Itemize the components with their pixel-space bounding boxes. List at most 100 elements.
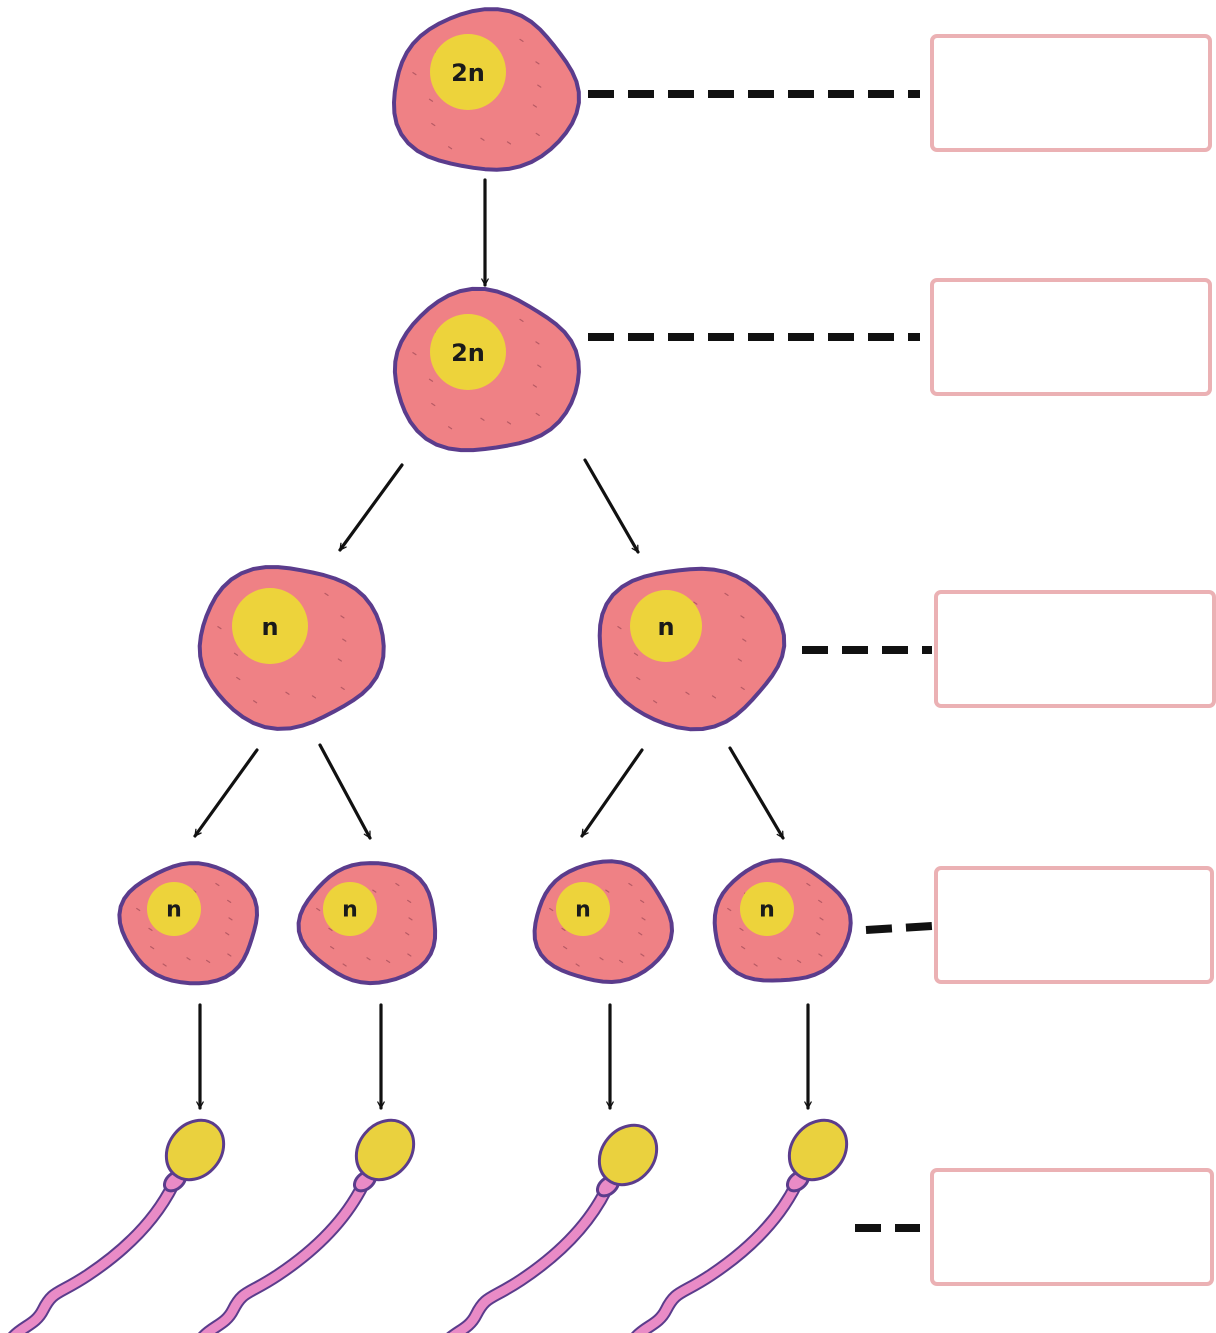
cell-secondary-spermatocyte-right: n bbox=[597, 566, 787, 732]
cell-texture-mark bbox=[535, 132, 540, 136]
cell-texture-mark bbox=[324, 592, 329, 596]
cell-texture-mark bbox=[519, 318, 524, 322]
sperm-head bbox=[354, 1118, 416, 1182]
sperm-cell bbox=[446, 1123, 659, 1333]
answer-box-frame[interactable] bbox=[934, 866, 1214, 984]
sperm-tail-outline bbox=[8, 1178, 180, 1333]
cell-texture-mark bbox=[316, 907, 321, 912]
sperm-tail bbox=[200, 1180, 368, 1333]
cell-primary-spermatocyte: 2n bbox=[392, 286, 581, 453]
cell-texture-mark bbox=[311, 695, 317, 699]
cell-texture-mark bbox=[480, 417, 485, 421]
sperm-cells bbox=[8, 1118, 849, 1333]
nucleus bbox=[147, 882, 201, 936]
sperm-cell bbox=[631, 1118, 849, 1333]
cell-texture-mark bbox=[506, 421, 512, 425]
answer-box-frame[interactable] bbox=[934, 590, 1216, 708]
cell-texture-mark bbox=[253, 700, 258, 704]
sperm-cell bbox=[198, 1118, 416, 1333]
answer-box-frame[interactable] bbox=[930, 34, 1212, 152]
cell-texture-mark bbox=[412, 352, 417, 356]
sperm-head bbox=[787, 1118, 849, 1182]
sperm-head bbox=[164, 1118, 226, 1182]
nucleus bbox=[232, 588, 308, 664]
sperm-tail bbox=[449, 1185, 611, 1333]
cell-texture-mark bbox=[619, 959, 624, 964]
cell-texture-mark bbox=[777, 957, 782, 961]
cell-texture-mark bbox=[136, 907, 141, 912]
cell-texture-mark bbox=[653, 700, 658, 704]
cell-texture-mark bbox=[724, 592, 729, 596]
nucleus bbox=[323, 882, 377, 936]
arrow bbox=[338, 463, 404, 552]
answer-box-stage-2[interactable] bbox=[930, 278, 1212, 396]
answer-box-frame[interactable] bbox=[930, 278, 1212, 396]
cell-texture-mark bbox=[605, 889, 610, 893]
cell-texture-mark bbox=[693, 601, 698, 605]
cell-texture-mark bbox=[753, 963, 758, 967]
cell-texture-mark bbox=[818, 899, 823, 903]
ploidy-label: 2n bbox=[451, 59, 485, 87]
cell-texture-mark bbox=[337, 658, 342, 662]
ploidy-label: n bbox=[759, 898, 775, 923]
cell-spermatid-1: n bbox=[117, 861, 259, 986]
arrow bbox=[318, 743, 372, 840]
cell-texture-mark bbox=[506, 141, 512, 145]
cell-texture-mark bbox=[448, 426, 453, 430]
cell-texture-mark bbox=[236, 676, 241, 681]
cell-texture-mark bbox=[537, 364, 542, 368]
cell-texture-mark bbox=[737, 658, 742, 662]
cell-texture-mark bbox=[628, 882, 633, 887]
ploidy-label: n bbox=[166, 898, 182, 923]
cell-texture-mark bbox=[206, 959, 211, 964]
answer-box-stage-5[interactable] bbox=[930, 1168, 1214, 1286]
cell-texture-mark bbox=[819, 917, 824, 921]
cell-texture-mark bbox=[740, 615, 745, 619]
cell-texture-mark bbox=[640, 953, 645, 957]
cell-texture-mark bbox=[408, 917, 413, 921]
cell-texture-mark bbox=[150, 946, 155, 950]
cell-texture-mark bbox=[328, 927, 333, 932]
cell-texture-mark bbox=[617, 626, 622, 630]
sperm-head bbox=[597, 1123, 659, 1187]
cell-texture-mark bbox=[640, 899, 645, 903]
answer-box-stage-3[interactable] bbox=[934, 590, 1216, 708]
cell-texture-mark bbox=[641, 917, 646, 921]
cell-texture-mark bbox=[227, 953, 232, 957]
answer-box-stage-4[interactable] bbox=[934, 866, 1214, 984]
cell-texture-mark bbox=[372, 889, 377, 893]
cell-texture-mark bbox=[532, 104, 537, 108]
cell-spermatid-4: n bbox=[712, 858, 853, 983]
cell-texture-mark bbox=[340, 686, 345, 690]
nucleus bbox=[630, 590, 702, 662]
cell-spermatogonium: 2n bbox=[392, 7, 581, 172]
cell-texture-mark bbox=[285, 691, 290, 695]
sperm-tail-outline bbox=[198, 1178, 370, 1333]
cell-secondary-spermatocyte-left: n bbox=[197, 565, 386, 731]
cell-texture-mark bbox=[431, 122, 436, 127]
sperm-tail-outline bbox=[446, 1183, 613, 1333]
answer-box-stage-1[interactable] bbox=[930, 34, 1212, 152]
cell-texture-mark bbox=[739, 927, 744, 932]
cell-texture-mark bbox=[741, 946, 746, 950]
ploidy-label: n bbox=[342, 898, 358, 923]
cell-texture-mark bbox=[215, 882, 220, 887]
cell-texture-mark bbox=[806, 882, 811, 887]
arrow bbox=[193, 748, 259, 838]
cell-texture-mark bbox=[816, 932, 821, 936]
cell-texture-mark bbox=[742, 638, 747, 642]
answer-box-frame[interactable] bbox=[930, 1168, 1214, 1286]
ploidy-label: n bbox=[261, 613, 278, 641]
cell-texture-mark bbox=[797, 959, 802, 964]
sperm-cell bbox=[8, 1118, 226, 1333]
ploidy-label: n bbox=[575, 898, 591, 923]
cell-texture-mark bbox=[186, 957, 191, 961]
cell-texture-mark bbox=[633, 652, 639, 656]
cell-texture-mark bbox=[412, 72, 417, 76]
nucleus bbox=[740, 882, 794, 936]
cell-texture-mark bbox=[448, 146, 453, 150]
cell-texture-mark bbox=[405, 932, 410, 936]
cell-texture-mark bbox=[549, 907, 554, 912]
cell-texture-mark bbox=[407, 953, 412, 957]
